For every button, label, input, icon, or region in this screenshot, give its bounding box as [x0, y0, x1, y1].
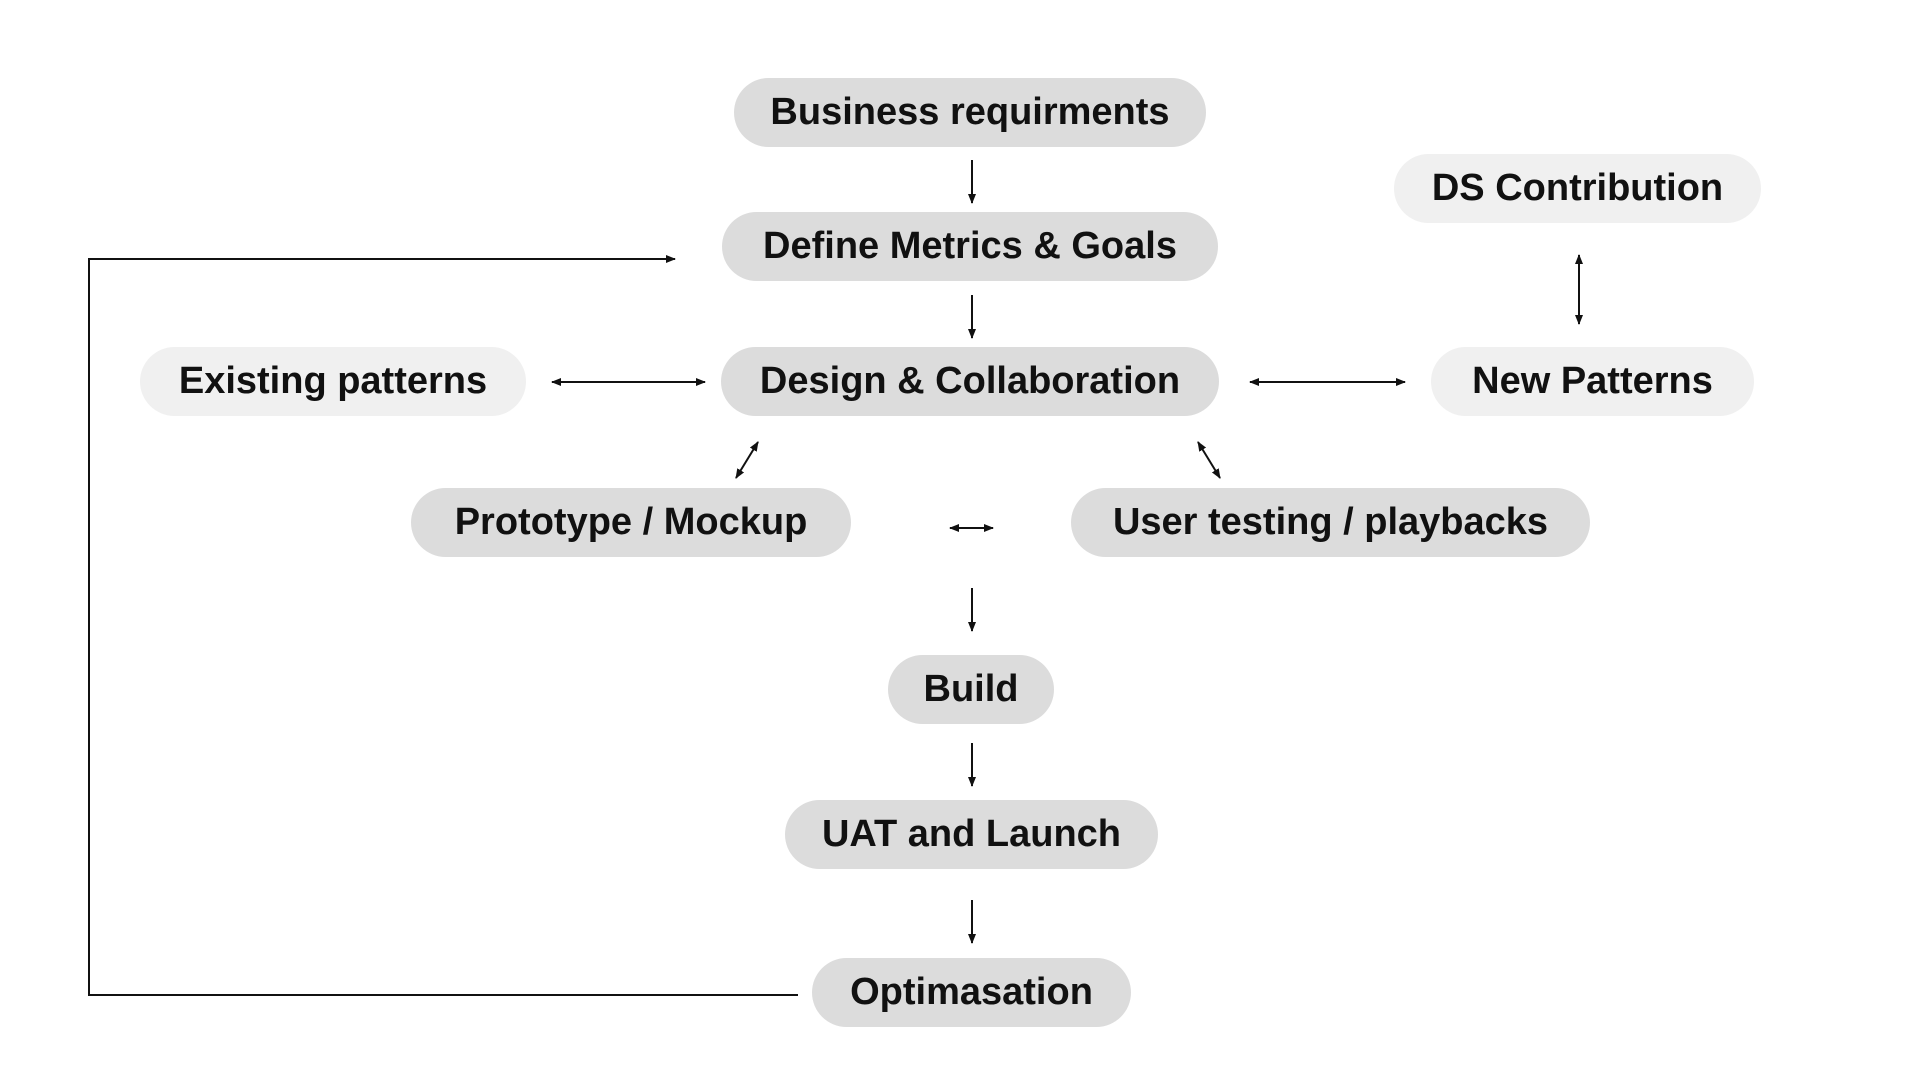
business-requirements-node: Business requirments [734, 78, 1206, 147]
build-node: Build [888, 655, 1054, 724]
uat-launch-node: UAT and Launch [785, 800, 1158, 869]
optimasation-node: Optimasation [812, 958, 1131, 1027]
existing-patterns-node: Existing patterns [140, 347, 526, 416]
design-collaboration-node: Design & Collaboration [721, 347, 1219, 416]
arrow-design-prototype [735, 441, 759, 479]
ds-contribution-node: DS Contribution [1394, 154, 1761, 223]
feedback-loop-opt-to-metrics [88, 255, 798, 996]
prototype-mockup-node: Prototype / Mockup [411, 488, 851, 557]
arrow-design-testing [1197, 441, 1221, 479]
define-metrics-goals-node: Define Metrics & Goals [722, 212, 1218, 281]
user-testing-node: User testing / playbacks [1071, 488, 1590, 557]
new-patterns-node: New Patterns [1431, 347, 1754, 416]
